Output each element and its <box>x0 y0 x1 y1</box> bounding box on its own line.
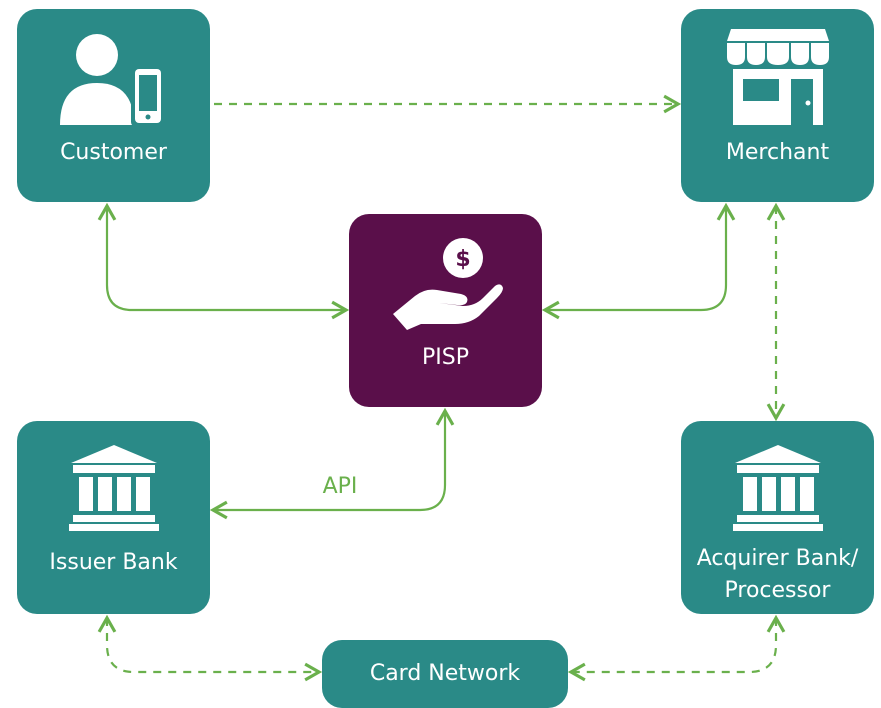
edge-customer-pisp <box>97 202 350 320</box>
card-network-node: Card Network <box>322 640 568 708</box>
storefront-icon <box>727 29 829 125</box>
svg-text:$: $ <box>455 247 470 272</box>
pisp-node: $ PISP <box>349 214 542 407</box>
acquirer-bank-label-line2: Processor <box>724 578 831 603</box>
customer-label: Customer <box>60 140 167 165</box>
edge-merchant-pisp <box>541 202 736 320</box>
acquirer-bank-node: Acquirer Bank/ Processor <box>681 421 874 614</box>
person-with-phone-icon <box>60 34 165 127</box>
bank-building-icon <box>733 445 823 531</box>
issuer-bank-label: Issuer Bank <box>49 550 178 575</box>
edge-issuer-network <box>97 614 323 682</box>
hand-holding-coin-icon: $ <box>393 238 503 330</box>
customer-node: Customer <box>17 9 210 202</box>
edge-pisp-issuer <box>209 407 455 520</box>
pisp-label: PISP <box>422 345 469 370</box>
acquirer-bank-label-line1: Acquirer Bank/ <box>696 546 859 571</box>
merchant-node: Merchant <box>681 9 874 202</box>
api-edge-label: API <box>322 474 358 499</box>
bank-building-icon <box>69 445 159 531</box>
card-network-label: Card Network <box>369 661 521 686</box>
issuer-bank-node: Issuer Bank <box>17 421 210 614</box>
merchant-label: Merchant <box>725 140 830 165</box>
edge-acquirer-network <box>567 614 786 682</box>
